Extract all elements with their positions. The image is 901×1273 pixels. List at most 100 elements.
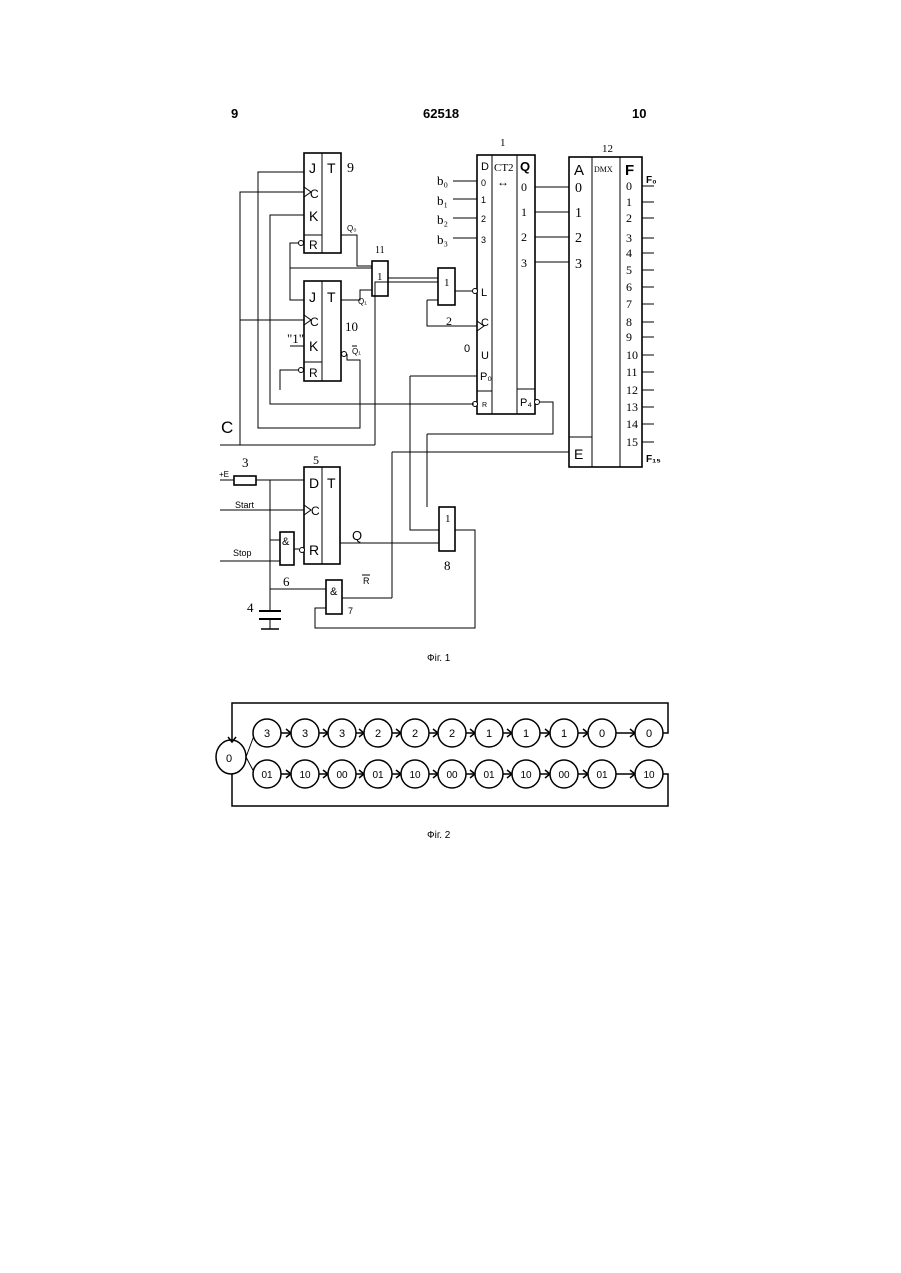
jk10-c-label: C <box>310 315 319 329</box>
input-b3: b₃ <box>437 232 448 247</box>
jk9-t-label: T <box>327 160 336 176</box>
jk9-k-label: K <box>309 208 319 224</box>
state-label: 10 <box>299 770 311 781</box>
or8-number: 8 <box>444 558 451 573</box>
dmx-f-pin: 3 <box>626 231 632 245</box>
counter-b-inputs: b₀ b₁ b₂ b₃ <box>437 173 448 247</box>
state-label: 10 <box>409 770 421 781</box>
dmx-f-pin: 0 <box>626 179 632 193</box>
and7-number: 7 <box>348 606 353 616</box>
jk9-j-label: J <box>309 160 316 176</box>
state-label: 1 <box>486 728 492 740</box>
jk10-r-label: R <box>309 366 318 380</box>
state-label: 10 <box>520 770 532 781</box>
counter-updown-arrow: ↔ <box>497 175 509 189</box>
input-b1: b₁ <box>437 193 448 208</box>
state-label: 2 <box>449 728 455 740</box>
state-label: 01 <box>372 770 384 781</box>
jk9-r-label: R <box>309 238 318 252</box>
or11-symbol: 1 <box>377 271 383 283</box>
dff-d-label: D <box>309 475 319 491</box>
dmx-f-label: F <box>625 162 634 179</box>
dff-c-label: C <box>311 504 320 518</box>
counter-q-pin: 2 <box>521 230 527 244</box>
state-label: 2 <box>412 728 418 740</box>
fig2-bottom-row: 0110000110000110000110 <box>253 760 663 788</box>
input-b2: b₂ <box>437 212 448 227</box>
state-label: 1 <box>561 728 567 740</box>
dmx-f-pin: 9 <box>626 330 632 344</box>
counter-p4-label: P₄ <box>520 397 532 409</box>
jk10-const-one: "1" <box>287 331 304 346</box>
dff-r-label: R <box>309 542 319 558</box>
jk10-t-label: T <box>327 289 336 305</box>
jk10-qbar-label: Q₁ <box>352 347 361 356</box>
state-label: 3 <box>339 728 345 740</box>
dmx-f-pin: 2 <box>626 211 632 225</box>
counter-q-pin: 3 <box>521 256 527 270</box>
jk9-number: 9 <box>347 161 354 176</box>
dmx-f-pin: 11 <box>626 365 638 379</box>
dmx-number: 12 <box>602 143 613 155</box>
jk-flipflop-10: J C K R T 10 Q₁ Q₁ "1" <box>287 281 367 381</box>
counter-l-label: L <box>481 287 487 299</box>
state-label: 01 <box>596 770 608 781</box>
counter-r-label: R <box>482 402 487 409</box>
start-label: Start <box>235 500 255 510</box>
and6-number: 6 <box>283 574 290 589</box>
dmx-f-pin: 4 <box>626 246 632 260</box>
state-label: 00 <box>446 770 458 781</box>
or8-symbol: 1 <box>445 513 451 525</box>
dmx-f-pin: 13 <box>626 400 638 414</box>
demultiplexer-12: 12 A DMX F E 0 1 2 3 0123456789101112131… <box>569 143 661 467</box>
state-label: 3 <box>302 728 308 740</box>
dmx-f-pin: 8 <box>626 315 632 329</box>
state-label: 2 <box>375 728 381 740</box>
dmx-f-pin: 6 <box>626 280 632 294</box>
clock-label: C <box>221 418 233 437</box>
counter-q-label: Q <box>520 159 530 174</box>
or-gate-2: 1 2 <box>438 268 455 328</box>
and-gate-6: & 6 <box>280 532 294 589</box>
state-start: 0 <box>226 753 232 765</box>
counter-q-pin: 0 <box>521 180 527 194</box>
jk9-c-label: C <box>310 187 319 201</box>
figure-2-state-diagram: 0 33322211100 0110000110000110000110 <box>216 703 668 806</box>
and6-symbol: & <box>282 536 290 548</box>
counter-d-pin: 2 <box>481 214 486 224</box>
state-label: 00 <box>336 770 348 781</box>
dff-number: 5 <box>313 453 319 467</box>
figure-2-caption: Фіг. 2 <box>427 830 450 841</box>
counter-d-pin: 0 <box>481 178 486 188</box>
jk9-q-label: Q₀ <box>347 224 357 233</box>
dmx-f-pin: 1 <box>626 195 632 209</box>
and7-rbar-label: R <box>363 576 370 586</box>
stop-label: Stop <box>233 548 252 558</box>
dmx-a-label: A <box>574 162 584 179</box>
state-label: 1 <box>523 728 529 740</box>
dmx-f-pin: 14 <box>626 417 638 431</box>
and7-symbol: & <box>330 586 338 598</box>
counter-d-label: D <box>481 161 489 173</box>
figure-1-caption: Фіг. 1 <box>427 653 450 664</box>
counter-u-label: U <box>481 350 489 362</box>
dmx-title: DMX <box>594 165 613 174</box>
state-label: 0 <box>599 728 605 740</box>
dmx-f0-output: F₀ <box>646 175 657 186</box>
state-label: 01 <box>261 770 273 781</box>
jk10-number: 10 <box>345 319 358 334</box>
counter-title: CT2 <box>494 162 514 174</box>
dmx-f-pin: 15 <box>626 435 638 449</box>
or-gate-8: 1 8 <box>439 507 455 573</box>
fig2-top-row: 3 3 3 2 2 2 1 1 1 0 0 <box>253 719 663 747</box>
state-label: 0 <box>646 728 652 740</box>
dmx-f-pin: 5 <box>626 263 632 277</box>
dmx-f-pin: 7 <box>626 297 632 311</box>
dmx-a-pin: 0 <box>575 181 582 196</box>
counter-u-value: 0 <box>464 343 470 355</box>
state-label: 3 <box>264 728 270 740</box>
counter-d-pin: 1 <box>481 195 486 205</box>
jk10-j-label: J <box>309 289 316 305</box>
counter-q-pin: 1 <box>521 205 527 219</box>
